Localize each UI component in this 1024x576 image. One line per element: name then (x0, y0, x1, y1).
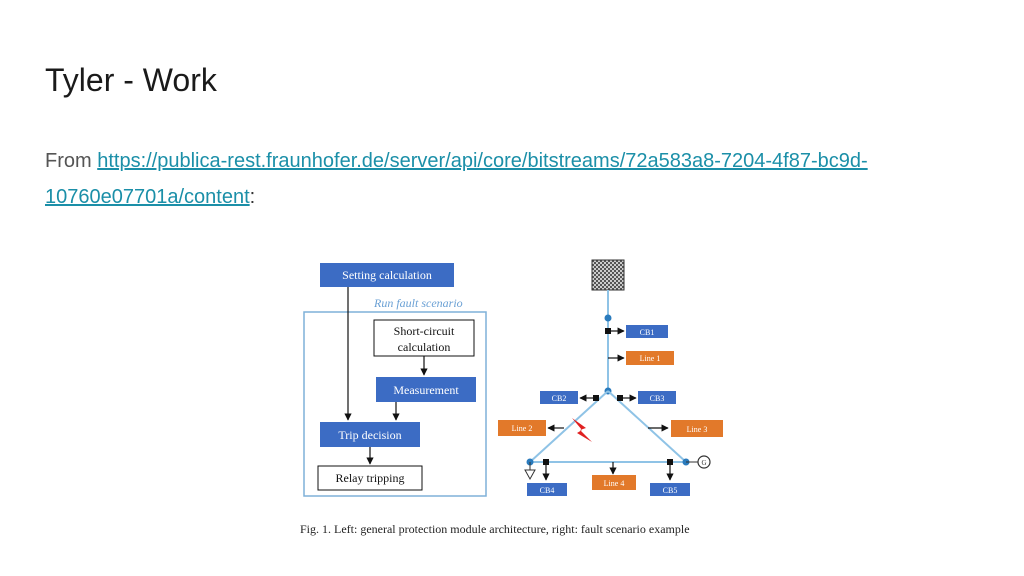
source-link[interactable]: https://publica-rest.fraunhofer.de/serve… (45, 150, 868, 208)
cb4-switch (543, 459, 549, 465)
generator-icon (697, 455, 711, 469)
cb1-label: CB1 (640, 328, 655, 337)
cb2-switch (593, 395, 599, 401)
source-paragraph: From https://publica-rest.fraunhofer.de/… (45, 143, 995, 215)
line1-box (626, 351, 674, 365)
short-circuit-label-line2: calculation (398, 340, 451, 354)
generator-glyph: G (701, 459, 706, 467)
cb3-label: CB3 (650, 394, 665, 403)
source-prefix: From (45, 150, 98, 172)
cb4-label: CB4 (540, 486, 555, 495)
bus-node-top (604, 314, 612, 322)
fault-scenario-network: CB1 Line 1 CB2 CB3 Line 2 Line (498, 259, 723, 496)
line4-label: Line 4 (604, 479, 625, 488)
cb3-switch (617, 395, 623, 401)
measurement-label: Measurement (393, 383, 459, 397)
cb5-box (650, 483, 690, 496)
cb2-label: CB2 (552, 394, 567, 403)
fault-scenario-frame (303, 311, 487, 497)
source-suffix: : (249, 186, 256, 208)
line2-branch (529, 390, 609, 463)
relay-tripping-label: Relay tripping (336, 471, 405, 485)
cb3-box (638, 391, 676, 404)
fault-lightning-icon (572, 418, 592, 442)
cb1-switch (605, 328, 611, 334)
cb5-switch (667, 459, 673, 465)
line2-label: Line 2 (512, 424, 533, 433)
line4-box (592, 475, 636, 490)
slide-title: Tyler - Work (45, 62, 217, 98)
cb2-box (540, 391, 578, 404)
line3-label: Line 3 (687, 425, 708, 434)
trip-decision-box (320, 422, 420, 447)
short-circuit-label-line1: Short-circuit (394, 324, 455, 338)
architecture-diagram: Setting calculation Run fault scenario S… (303, 263, 487, 497)
run-fault-scenario-label: Run fault scenario (373, 296, 463, 310)
cb4-box (527, 483, 567, 496)
cb5-label: CB5 (663, 486, 678, 495)
relay-tripping-box (317, 465, 423, 491)
line3-box (671, 420, 723, 437)
line2-box (498, 420, 546, 436)
measurement-box (376, 377, 476, 402)
setting-calculation-box (320, 263, 454, 287)
line1-label: Line 1 (640, 354, 661, 363)
cb1-box (626, 325, 668, 338)
grid-source-icon (591, 259, 625, 291)
trip-decision-label: Trip decision (338, 428, 401, 442)
short-circuit-box (373, 319, 475, 357)
line3-branch (607, 390, 687, 463)
figure-caption: Fig. 1. Left: general protection module … (300, 522, 690, 536)
setting-calculation-label: Setting calculation (342, 268, 432, 282)
load-triangle-icon (524, 469, 536, 481)
protection-figure: Setting calculation Run fault scenario S… (296, 252, 736, 512)
